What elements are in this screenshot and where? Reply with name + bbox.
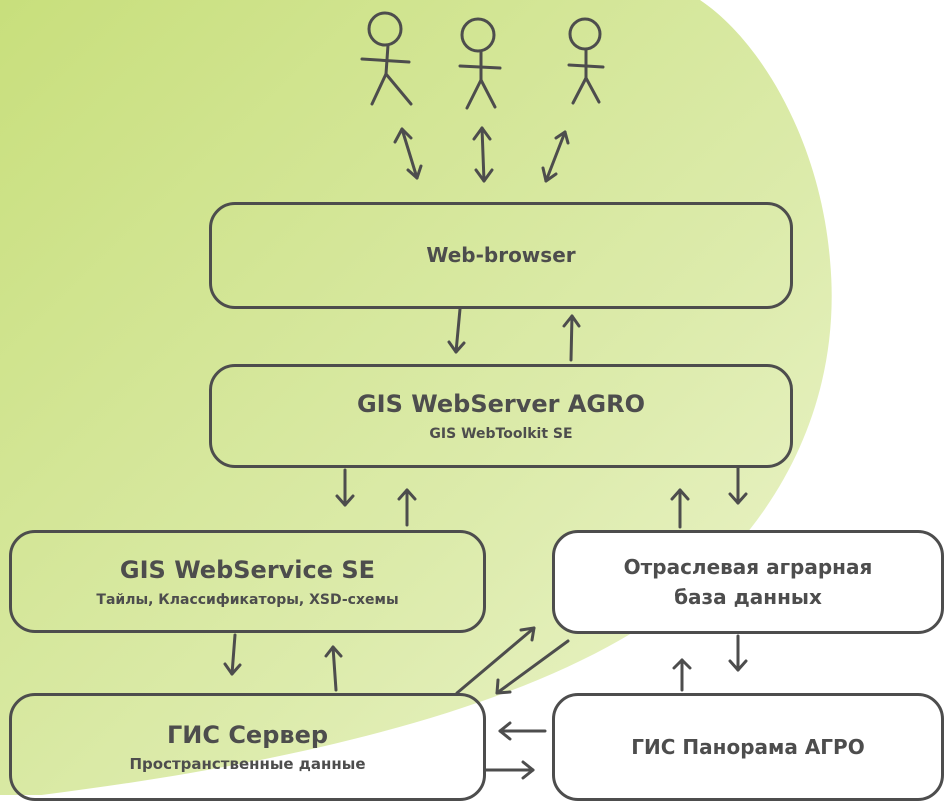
db-gisserver-arrow	[495, 639, 570, 695]
user-figure	[360, 11, 413, 106]
panorama-box: ГИС Панорама АГРО	[552, 693, 944, 801]
gisserver-to-webservice-arrow	[324, 645, 343, 692]
user-browser-arrow	[393, 127, 423, 180]
webservice-subtitle: Тайлы, Классификаторы, XSD-схемы	[96, 591, 399, 608]
panorama-to-db-arrow	[672, 658, 692, 692]
webserver-title: GIS WebServer AGRO	[356, 390, 645, 418]
user-figure	[567, 17, 605, 105]
webserver-box: GIS WebServer AGRO GIS WebToolkit SE	[209, 364, 793, 468]
webserver-subtitle: GIS WebToolkit SE	[429, 426, 573, 442]
user-figure	[458, 17, 502, 110]
agri-db-line1: Отраслевая аграрная	[623, 555, 873, 579]
web-browser-box: Web-browser	[209, 202, 793, 309]
agri-db-line2: база данных	[674, 585, 822, 609]
panorama-to-gisserver-arrow	[498, 721, 547, 741]
web-browser-label: Web-browser	[426, 243, 576, 267]
agri-db-box: Отраслевая аграрная база данных	[552, 530, 944, 634]
db-to-panorama-arrow	[728, 634, 748, 672]
server-to-browser-arrow	[562, 314, 581, 362]
browser-to-server-arrow	[447, 307, 466, 354]
user-browser-arrow	[472, 126, 494, 183]
gis-server-box: ГИС Сервер Пространственные данные	[9, 693, 486, 801]
webservice-box: GIS WebService SE Тайлы, Классификаторы,…	[9, 530, 486, 633]
gis-server-title: ГИС Сервер	[166, 721, 329, 749]
db-to-server-arrow	[670, 488, 690, 529]
webservice-to-server-arrow	[397, 488, 417, 527]
gis-server-subtitle: Пространственные данные	[129, 755, 366, 773]
webservice-to-gisserver-arrow	[223, 633, 242, 676]
server-to-db-arrow	[728, 465, 748, 505]
webservice-title: GIS WebService SE	[119, 555, 376, 584]
panorama-title: ГИС Панорама АГРО	[631, 734, 865, 759]
server-to-webservice-arrow	[335, 468, 355, 507]
gisserver-db-arrow	[455, 626, 536, 695]
user-browser-arrow	[541, 130, 570, 183]
gisserver-to-panorama-arrow	[483, 760, 535, 780]
